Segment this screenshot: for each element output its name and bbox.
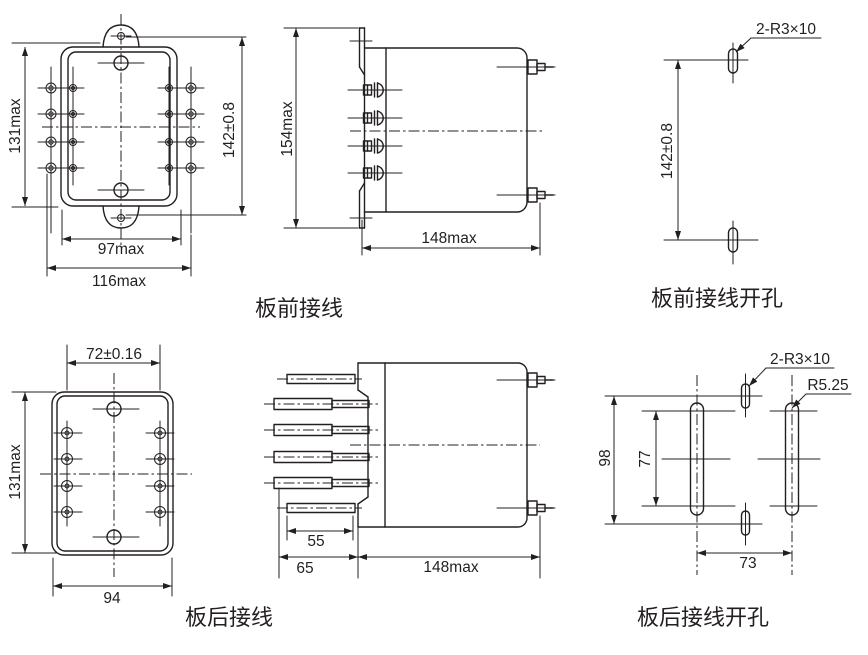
mounting-flange [349, 27, 373, 229]
terminal-screws-left [37, 66, 85, 234]
caption-front-wiring: 板前接线 [255, 296, 343, 321]
terminal-screws-right [157, 66, 205, 234]
dim-height-overall: 154max [279, 101, 296, 156]
dim-mount-hole-spacing: 142±0.8 [221, 102, 238, 158]
dimensions: 154max 148max [279, 27, 541, 256]
pin-slots [641, 375, 821, 575]
callout-slot: 2-R3×10 [756, 21, 816, 38]
caption-front-drill: 板前接线开孔 [651, 286, 783, 311]
dimensions: 72±0.16 131max 94 [7, 344, 173, 607]
rear-wiring-side-view: 55 65 148max [263, 362, 556, 579]
rear-wiring-drill-view: 98 77 73 2-R3×10 R5.25 板后接线开孔 [597, 351, 852, 630]
dim-pin-length-short: 55 [307, 533, 324, 550]
dim-width-overall: 116max [92, 273, 146, 290]
dim-height-body: 131max [7, 98, 24, 153]
dim-hole-spacing: 142±0.8 [659, 123, 676, 179]
mount-slots [604, 373, 763, 546]
center-lines [40, 373, 192, 577]
relay-body-side [350, 47, 543, 213]
dim-cutout-height: 98 [597, 449, 614, 466]
front-wiring-side-view: 154max 148max [279, 27, 556, 256]
caption-rear-drill: 板后接线开孔 [637, 605, 769, 630]
caption-rear-wiring: 板后接线 [185, 605, 273, 630]
dim-pin-column-spacing: 72±0.16 [86, 346, 142, 363]
dim-height-body: 131max [7, 444, 24, 499]
rear-wiring-rear-view: 72±0.16 131max 94 板后接线 [7, 344, 273, 630]
dim-slot-spacing: 73 [739, 555, 756, 572]
mount-slots [663, 42, 759, 265]
dimensions: 98 77 73 2-R3×10 R5.25 [597, 351, 852, 572]
dimensions: 142±0.8 2-R3×10 [659, 21, 822, 240]
terminal-pins-left [53, 420, 83, 527]
callout-slot: 2-R3×10 [770, 351, 830, 368]
relay-body-outline [60, 46, 178, 207]
terminal-pins-right [145, 420, 175, 527]
dim-slot-length: 77 [637, 450, 654, 467]
dimensions: 131max 142±0.8 97max 116max [7, 36, 247, 290]
dim-width-body: 94 [103, 590, 121, 607]
front-wiring-front-view: 131max 142±0.8 97max 116max 板前接线 [7, 14, 343, 321]
front-wiring-drill-view: 142±0.8 2-R3×10 板前接线开孔 [651, 21, 822, 311]
callout-radius: R5.25 [807, 377, 848, 394]
dim-depth-body: 148max [423, 559, 478, 576]
relay-body-side [350, 362, 540, 528]
center-lines [42, 14, 200, 246]
dim-pin-length-long: 65 [296, 560, 313, 577]
dim-depth-body: 148max [421, 230, 476, 247]
dimensions: 55 65 148max [278, 487, 541, 579]
dim-width-body: 97max [98, 241, 145, 258]
